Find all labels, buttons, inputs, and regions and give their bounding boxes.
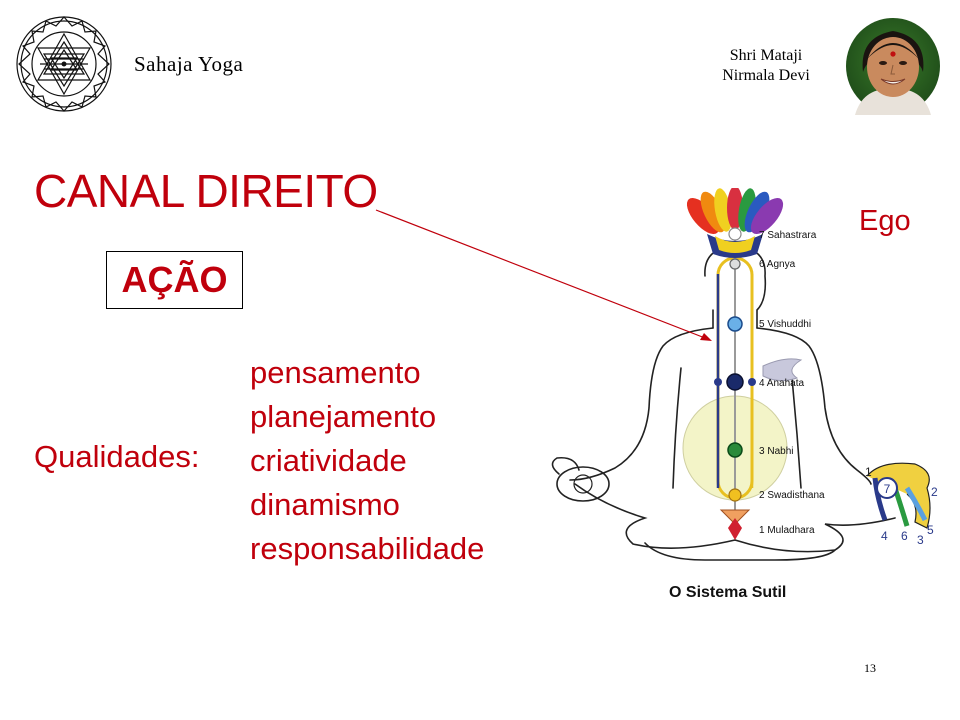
diagram-caption: O Sistema Sutil bbox=[669, 584, 786, 601]
action-label: AÇÃO bbox=[121, 259, 228, 300]
sri-yantra-logo bbox=[16, 16, 112, 112]
finger-number: 4 bbox=[881, 529, 888, 543]
brand-name: Sahaja Yoga bbox=[134, 52, 244, 76]
founder-name-line1: Shri Mataji bbox=[729, 47, 803, 64]
finger-number: 6 bbox=[901, 529, 908, 543]
chakra-5-icon bbox=[727, 316, 743, 332]
chakra-4-icon bbox=[726, 373, 744, 391]
finger-number: 2 bbox=[931, 485, 938, 499]
chakra-label-5: 5 Vishuddhi bbox=[759, 319, 811, 330]
dove-icon bbox=[762, 358, 803, 382]
chakra-3-icon bbox=[727, 442, 743, 458]
left-hand-chakra-icon bbox=[573, 474, 593, 494]
subtle-system-diagram: 7 1 2 4 6 3 5 7 Sahastrara 6 Agnya 5 Vis… bbox=[551, 188, 938, 601]
slide-title: CANAL DIREITO bbox=[34, 165, 378, 217]
founder-name-line2: Nirmala Devi bbox=[722, 67, 810, 84]
founder-portrait bbox=[846, 18, 940, 115]
chakra-label-3: 3 Nabhi bbox=[759, 446, 793, 457]
right-hand-icon bbox=[866, 462, 931, 529]
finger-number: 7 bbox=[884, 482, 891, 496]
finger-number: 3 bbox=[917, 533, 924, 547]
chakra-1-icon bbox=[728, 518, 742, 540]
chakra-label-7: 7 Sahastrara bbox=[759, 230, 817, 241]
chakra-label-6: 6 Agnya bbox=[759, 259, 796, 270]
quality-item: criatividade bbox=[250, 443, 407, 478]
quality-item: pensamento bbox=[250, 355, 421, 390]
chakra-2-icon bbox=[728, 488, 742, 502]
founder-name: Shri Mataji Nirmala Devi bbox=[700, 46, 832, 86]
chakra-6-icon bbox=[729, 258, 741, 270]
chakra-7-icon bbox=[728, 227, 742, 241]
ego-label: Ego bbox=[859, 205, 911, 237]
action-box: AÇÃO bbox=[106, 251, 243, 309]
quality-item: planejamento bbox=[250, 399, 437, 434]
quality-item: responsabilidade bbox=[250, 531, 485, 566]
finger-number: 5 bbox=[927, 523, 934, 537]
chakra-label-2: 2 Swadisthana bbox=[759, 490, 825, 501]
finger-number: 1 bbox=[865, 465, 872, 479]
quality-item: dinamismo bbox=[250, 487, 400, 522]
qualities-list: pensamento planejamento criatividade din… bbox=[250, 351, 484, 571]
chakra-label-1: 1 Muladhara bbox=[759, 525, 815, 536]
chakra-label-4: 4 Anahata bbox=[759, 378, 804, 389]
seated-figure-outline bbox=[551, 245, 896, 561]
page-number: 13 bbox=[864, 661, 876, 675]
qualities-label: Qualidades: bbox=[34, 439, 200, 474]
sahastrara-lotus-icon bbox=[686, 188, 784, 258]
